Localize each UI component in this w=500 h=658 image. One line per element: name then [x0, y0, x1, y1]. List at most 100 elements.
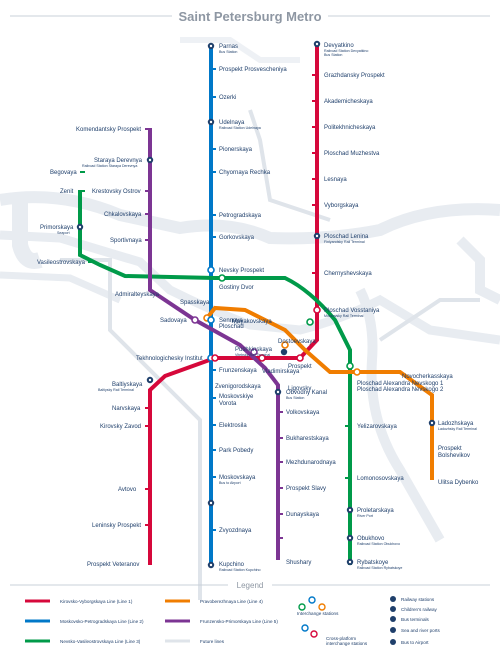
airplane-icon: [390, 639, 396, 645]
station-admiralteyskaya[interactable]: Admiralteyskaya: [115, 292, 160, 298]
station-pionerskaya[interactable]: Pionerskaya: [219, 147, 253, 153]
station-grazhdansky-prospekt[interactable]: Grazhdansky Prospekt: [324, 73, 385, 79]
station-udelnaya[interactable]: Udelnaya: [219, 120, 245, 126]
station-komendantsky-prospekt[interactable]: Komendantsky Prospekt: [76, 127, 141, 133]
station-lesnaya[interactable]: Lesnaya: [324, 177, 347, 183]
station-ploschad-alexandra-2[interactable]: Ploschad Alexandra Nevskogo 2: [357, 387, 444, 393]
legend-line-5: Frunzensko-Primorskaya Line (Line 5): [200, 619, 278, 624]
station-obukhovo[interactable]: Obukhovo: [357, 536, 385, 542]
station-ligovsky-prospekt[interactable]: Ligovsky: [288, 386, 311, 392]
station-ploschad[interactable]: Ploschad: [219, 324, 244, 330]
station-moskovskaya-sub: Bus to Airport: [219, 481, 241, 485]
legend-cross-platform-1: Cross-platform: [326, 636, 356, 641]
station-devyatkino[interactable]: Devyatkino: [324, 43, 354, 49]
station-dunayskaya[interactable]: Dunayskaya: [286, 512, 320, 518]
station-pushkinskaya[interactable]: Pushkinskaya: [235, 347, 273, 353]
station-vasileostrovskaya[interactable]: Vasileostrovskaya: [37, 260, 86, 266]
station-moskovskaya[interactable]: Moskovskaya: [219, 475, 256, 481]
station-sportivnaya[interactable]: Sportivnaya: [110, 238, 142, 244]
station-novocherkasskaya[interactable]: Novocherkasskaya: [402, 374, 453, 380]
station-prospekt-veteranov[interactable]: Prospekt Veteranov: [87, 562, 139, 568]
line-5: [148, 128, 280, 560]
station-mayakovskaya[interactable]: Mayakovskaya: [232, 319, 272, 325]
station-sadovaya[interactable]: Sadovaya: [160, 318, 187, 324]
station-narvskaya[interactable]: Narvskaya: [112, 406, 141, 412]
station-dostoevskaya[interactable]: Dostoevskaya: [278, 339, 316, 345]
interchange-stations: [191, 266, 361, 376]
station-krestovsky-ostrov[interactable]: Krestovsky Ostrov: [92, 189, 141, 195]
station-lomonosovskaya[interactable]: Lomonosovskaya: [357, 476, 404, 482]
station-gorkovskaya[interactable]: Gorkovskaya: [219, 235, 255, 241]
station-ladozhskaya-sub: Ladozhsky Rail Terminal: [438, 427, 477, 431]
station-chkalovskaya[interactable]: Chkalovskaya: [104, 212, 142, 218]
station-begovaya[interactable]: Begovaya: [50, 170, 77, 176]
station-ploschad-alexandra-1[interactable]: Ploschad Alexandra Nevskogo 1: [357, 381, 444, 387]
station-avtovo[interactable]: Avtovo: [118, 487, 137, 493]
station-zvenigorodskaya[interactable]: Zvenigorodskaya: [215, 384, 261, 390]
legend-line-4: Pravoberezhnaya Line (Line 4): [200, 599, 263, 604]
station-vyborgskaya[interactable]: Vyborgskaya: [324, 203, 359, 209]
station-frunzenskaya[interactable]: Frunzenskaya: [219, 368, 257, 374]
station-rybatskoye[interactable]: Rybatskoye: [357, 560, 389, 566]
station-moskovskie-vorota-2[interactable]: Vorota: [219, 401, 237, 407]
station-prospekt-bolshevikov-1[interactable]: Prospekt: [438, 446, 462, 452]
station-prospekt-slavy[interactable]: Prospekt Slavy: [286, 486, 326, 492]
terminus-marks: [78, 42, 434, 567]
station-politekhnicheskaya[interactable]: Politekhnicheskaya: [324, 125, 376, 131]
station-ploschad-vosstaniya[interactable]: Ploschad Vosstaniya: [324, 308, 380, 314]
station-spasskaya[interactable]: Spasskaya: [180, 300, 210, 306]
station-primorskaya[interactable]: Primorskaya: [40, 225, 74, 231]
station-tekhnologichesky-institut[interactable]: Tekhnologichesky Institut: [136, 356, 203, 362]
legend-line-3: Nevsko-Vasileostrovskaya Line (Line 3): [60, 639, 141, 644]
purple-line-ticks: [145, 128, 283, 539]
station-ploschad-muzhestva[interactable]: Ploschad Muzhestva: [324, 151, 380, 157]
station-baltiyskaya[interactable]: Baltiyskaya: [112, 382, 143, 388]
legend-line-1: Kirovsko-Vyborgskaya Line (Line 1): [60, 599, 133, 604]
station-parnas[interactable]: Parnas: [219, 44, 238, 50]
station-rybatskoye-sub: Railroad Station Rybatskoye: [357, 566, 402, 570]
station-akademicheskaya[interactable]: Akademicheskaya: [324, 99, 373, 105]
station-kupchino[interactable]: Kupchino: [219, 562, 245, 568]
station-bukharestskaya[interactable]: Bukharestskaya: [286, 436, 329, 442]
station-chyornaya-rechka[interactable]: Chyornaya Rechka: [219, 170, 271, 176]
station-ladozhskaya[interactable]: Ladozhskaya: [438, 421, 474, 427]
station-vladimirskaya[interactable]: Vladimirskaya: [262, 369, 300, 375]
station-ulitsa-dybenko[interactable]: Ulitsa Dybenko: [438, 480, 479, 486]
station-shushary[interactable]: Shushary: [286, 560, 311, 566]
station-sennaya[interactable]: Sennaya: [219, 318, 243, 324]
line-3: [78, 190, 352, 565]
station-prospekt-prosvescheniya[interactable]: Prospekt Prosvescheniya: [219, 67, 287, 73]
railway-icon: [280, 348, 288, 356]
station-ploschad-lenina[interactable]: Ploschad Lenina: [324, 234, 369, 240]
station-zenit[interactable]: Zenit: [60, 189, 74, 195]
station-park-pobedy[interactable]: Park Pobedy: [219, 448, 253, 454]
station-devyatkino-sub1: Railroad Station Devyatkino: [324, 49, 368, 53]
station-volkovskaya[interactable]: Volkovskaya: [286, 410, 320, 416]
station-kupchino-sub: Railroad Station Kupchino: [219, 568, 261, 572]
station-prospekt-bolshevikov-2[interactable]: Bolshevikov: [438, 453, 470, 459]
station-staraya-derevnya[interactable]: Staraya Derevnya: [94, 158, 143, 164]
station-mezhdunarodnaya[interactable]: Mezhdunarodnaya: [286, 460, 336, 466]
station-elektrosila[interactable]: Elektrosila: [219, 423, 247, 429]
station-ligovsky-prospekt-2[interactable]: Prospekt: [288, 364, 312, 370]
legend-interchange: Interchange stations: [297, 611, 339, 616]
station-leninsky-prospekt[interactable]: Leninsky Prospekt: [92, 523, 141, 529]
legend: Legend Kirovsko-Vyborgskaya Line (Line 1…: [10, 581, 490, 646]
station-ozerki[interactable]: Ozerki: [219, 95, 236, 101]
legend-bus-airport: Bus to Airport: [401, 640, 429, 645]
station-zvyozdnaya[interactable]: Zvyozdnaya: [219, 528, 252, 534]
legend-bus-terminals: Bus terminals: [401, 617, 430, 622]
station-gostiny-dvor[interactable]: Gostiny Dvor: [219, 285, 254, 291]
line-4: [205, 305, 434, 480]
station-chernyshevskaya[interactable]: Chernyshevskaya: [324, 271, 372, 277]
line-1: [148, 44, 319, 565]
station-obvodny-kanal[interactable]: Obvodny Kanal: [286, 390, 327, 396]
station-petrogradskaya[interactable]: Petrogradskaya: [219, 213, 262, 219]
station-nevsky-prospekt[interactable]: Nevsky Prospekt: [219, 268, 264, 274]
station-moskovskie-vorota[interactable]: Moskovskiye: [219, 394, 254, 400]
station-kirovsky-zavod[interactable]: Kirovsky Zavod: [100, 424, 141, 430]
station-pushkinskaya-sub: Vitebsky Rail Terminal: [235, 353, 270, 357]
station-proletarskaya[interactable]: Proletarskaya: [357, 508, 394, 514]
station-yelizarovskaya[interactable]: Yelizarovskaya: [357, 424, 397, 430]
